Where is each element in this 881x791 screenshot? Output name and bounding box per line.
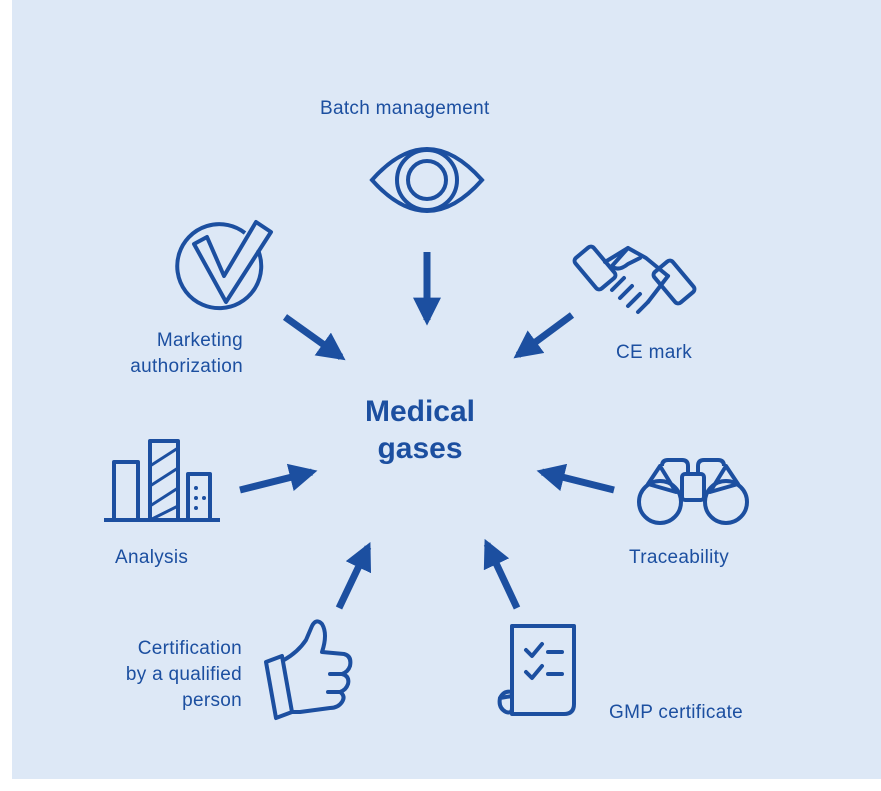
arrow-certification <box>335 541 372 610</box>
label-marketing-authorization: Marketing authorization <box>130 330 243 377</box>
label-ce-mark: CE mark <box>616 342 692 363</box>
eye-icon <box>369 147 485 213</box>
arrow-gmp <box>483 538 521 610</box>
center-title-line2: gases <box>377 432 463 465</box>
label-gmp-certificate: GMP certificate <box>609 702 744 723</box>
diagram-background <box>12 0 881 779</box>
label-analysis: Analysis <box>115 547 189 568</box>
bar-chart-icon <box>104 439 220 522</box>
thumbs-up-icon <box>264 619 353 720</box>
center-title: Medical gases <box>320 393 520 467</box>
binoculars-icon <box>637 458 749 525</box>
arrow-marketing <box>282 314 346 361</box>
arrow-analysis <box>239 463 318 494</box>
checkmark-circle-icon <box>175 220 273 311</box>
handshake-icon <box>572 244 697 314</box>
arrow-ce <box>513 312 575 359</box>
label-certification: Certification by a qualified person <box>125 638 242 711</box>
label-batch-management: Batch management <box>320 98 490 119</box>
checklist-document-icon <box>497 624 576 716</box>
arrow-traceability <box>536 463 615 494</box>
label-traceability: Traceability <box>629 547 730 568</box>
center-title-line1: Medical <box>364 395 476 428</box>
